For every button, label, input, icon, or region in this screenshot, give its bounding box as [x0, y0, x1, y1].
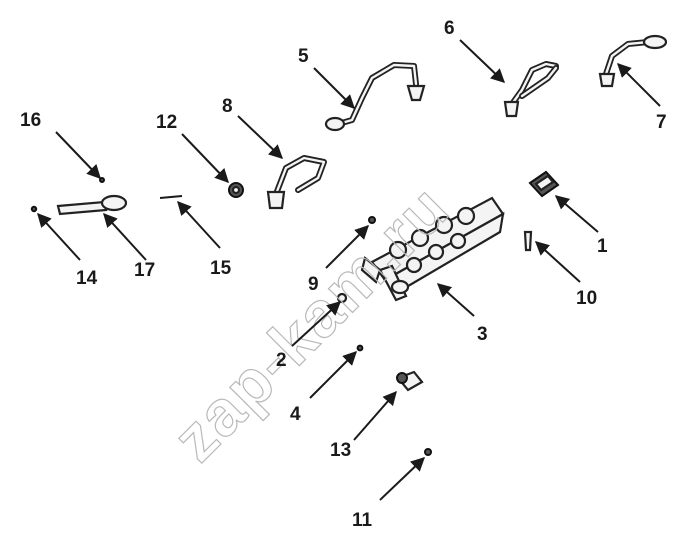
part-10-pin — [523, 230, 533, 252]
part-8-fuel-pipe — [266, 155, 327, 210]
part-6-fuel-pipe — [503, 61, 559, 118]
callout-13: 13 — [330, 440, 351, 461]
leader-12 — [181, 133, 229, 184]
leader-lines — [37, 39, 661, 501]
leader-15 — [177, 200, 221, 249]
callout-8: 8 — [222, 96, 233, 117]
leader-16 — [55, 131, 101, 180]
part-11-washer — [424, 448, 432, 456]
part-5-fuel-pipe — [324, 62, 426, 132]
callout-6: 6 — [444, 18, 455, 39]
callout-9: 9 — [308, 274, 319, 295]
part-7-fuel-pipe — [598, 34, 668, 88]
leader-13 — [353, 390, 397, 441]
part-12-nut — [228, 182, 244, 198]
leader-3 — [436, 283, 475, 317]
callout-16: 16 — [20, 110, 41, 131]
callout-10: 10 — [576, 288, 597, 309]
callout-4: 4 — [290, 404, 301, 425]
leader-6 — [459, 39, 506, 83]
callout-7: 7 — [656, 112, 667, 133]
part-2-washer — [336, 292, 348, 304]
watermark: zap-kam.ru — [159, 171, 463, 475]
callout-11: 11 — [352, 510, 373, 531]
leader-17 — [103, 212, 147, 261]
callout-12: 12 — [156, 112, 177, 133]
part-4-washer — [356, 344, 364, 352]
callout-5: 5 — [298, 46, 309, 67]
leader-4 — [309, 351, 357, 399]
part-9-seal — [368, 216, 376, 224]
leader-2 — [291, 301, 342, 347]
callout-1: 1 — [597, 236, 608, 257]
part-1-fitting — [528, 170, 560, 198]
callout-labels: 1 2 3 4 5 6 7 8 9 10 11 12 13 14 15 16 1… — [20, 18, 667, 531]
leader-1 — [554, 195, 599, 233]
callout-2: 2 — [276, 350, 287, 371]
callout-3: 3 — [477, 324, 488, 345]
part-16-pin — [99, 177, 105, 183]
callout-17: 17 — [134, 260, 155, 281]
leader-11 — [379, 457, 426, 501]
leader-8 — [237, 115, 284, 159]
part-3-fuel-rail — [360, 196, 505, 302]
leader-14 — [37, 212, 81, 261]
part-13-banjo-fitting — [396, 370, 424, 392]
callout-14: 14 — [76, 268, 98, 289]
leader-5 — [313, 67, 355, 109]
leader-10 — [534, 241, 581, 283]
callout-15: 15 — [210, 258, 232, 279]
part-14-washer — [30, 205, 38, 213]
leader-7 — [617, 63, 661, 107]
part-17-bolt — [56, 194, 128, 216]
part-15-rod — [159, 195, 183, 199]
leader-9 — [325, 225, 369, 269]
